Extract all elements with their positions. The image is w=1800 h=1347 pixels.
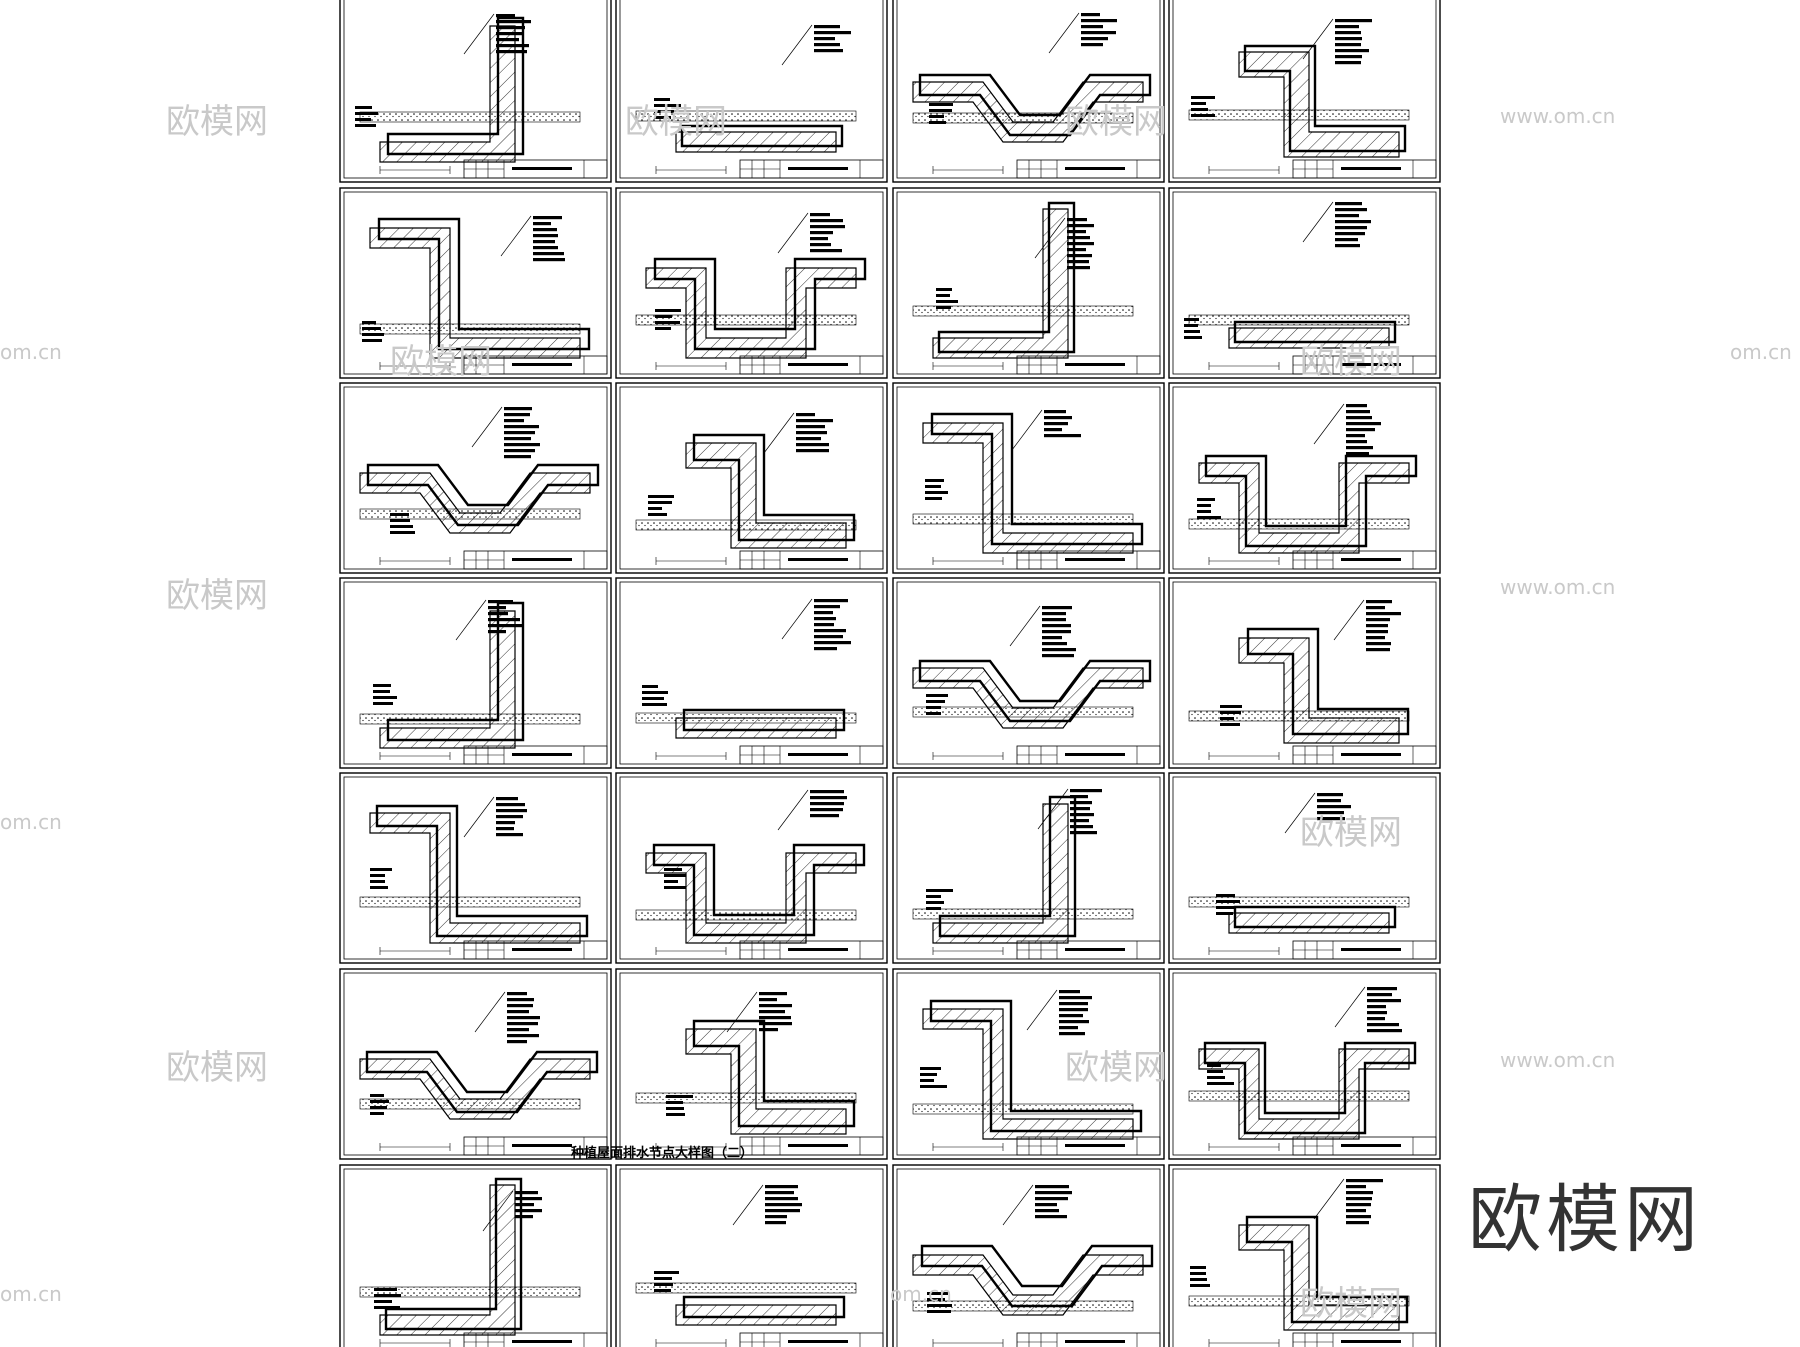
detail-sheet	[1168, 0, 1441, 183]
detail-sheet	[892, 968, 1165, 1160]
detail-sheet	[339, 968, 612, 1160]
detail-sheet	[892, 772, 1165, 964]
detail-sheet	[615, 968, 888, 1160]
detail-sheet	[615, 187, 888, 379]
detail-sheet	[339, 0, 612, 183]
detail-sheet	[339, 772, 612, 964]
detail-sheet	[615, 772, 888, 964]
detail-sheet	[1168, 1164, 1441, 1347]
detail-sheet	[1168, 187, 1441, 379]
detail-sheet	[339, 382, 612, 574]
detail-sheet	[1168, 968, 1441, 1160]
detail-sheet	[339, 1164, 612, 1347]
detail-sheet	[1168, 382, 1441, 574]
detail-sheet	[615, 382, 888, 574]
brand-logo: 欧模网	[1468, 1177, 1702, 1263]
detail-sheet	[615, 0, 888, 183]
detail-sheet	[892, 577, 1165, 769]
detail-sheet	[615, 577, 888, 769]
detail-sheet	[1168, 772, 1441, 964]
detail-sheet	[1168, 577, 1441, 769]
detail-sheet	[892, 382, 1165, 574]
detail-sheet	[892, 1164, 1165, 1347]
detail-sheet	[339, 187, 612, 379]
detail-sheet	[339, 577, 612, 769]
detail-sheet	[892, 0, 1165, 183]
detail-sheet	[892, 187, 1165, 379]
featured-sheet-title: 种植屋面排水节点大样图（二）	[570, 1146, 753, 1161]
detail-sheet	[615, 1164, 888, 1347]
